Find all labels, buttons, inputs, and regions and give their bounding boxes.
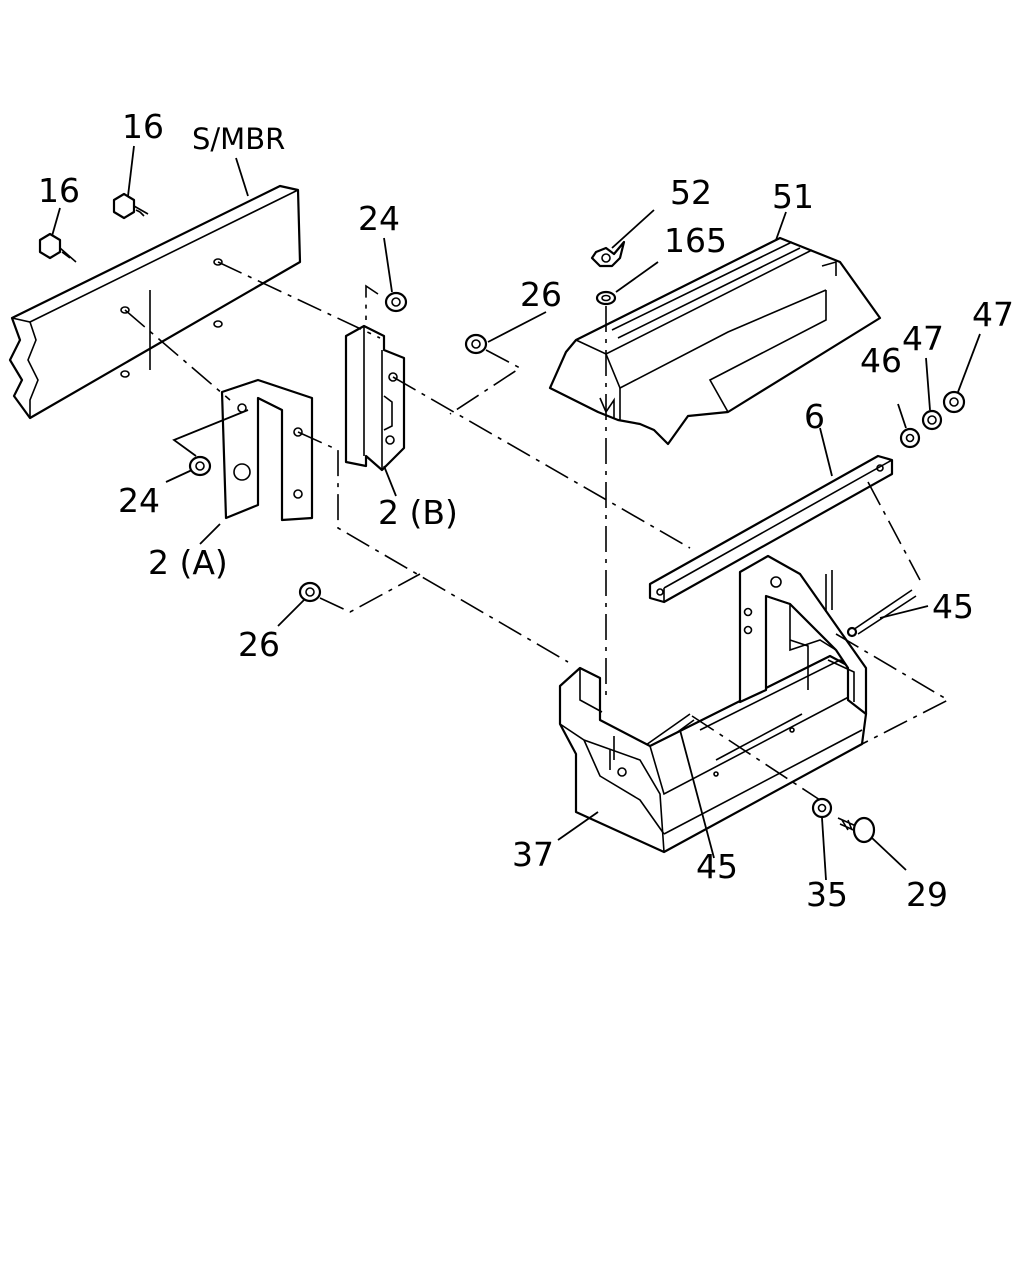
label-16-upper: 16 (122, 107, 164, 146)
washer-35 (811, 797, 833, 819)
label-6: 6 (804, 397, 825, 436)
label-35: 35 (806, 875, 848, 914)
nut-24-upper (384, 291, 408, 313)
label-2b: 2 (B) (378, 493, 458, 532)
nut-24-lower (188, 455, 212, 477)
label-26-lower: 26 (238, 625, 280, 664)
label-165: 165 (664, 221, 727, 260)
bolt-16-lower (38, 232, 77, 263)
label-47-a: 47 (902, 319, 944, 358)
label-37: 37 (512, 835, 554, 874)
label-45-right: 45 (932, 587, 974, 626)
label-16-lower: 16 (38, 171, 80, 210)
nut-47-a (921, 409, 943, 431)
wing-nut-52 (590, 240, 626, 268)
bracket-2b (344, 324, 406, 472)
label-smbr: S/MBR (192, 122, 285, 156)
label-29: 29 (906, 875, 948, 914)
alignment-lines (124, 261, 950, 801)
label-51: 51 (772, 177, 814, 216)
bolt-16-upper (112, 192, 149, 220)
battery-tray-37 (558, 554, 868, 854)
bracket-2a (220, 378, 314, 522)
label-45-lower: 45 (696, 847, 738, 886)
label-26-upper: 26 (520, 275, 562, 314)
label-52: 52 (670, 173, 712, 212)
bolt-29 (837, 816, 876, 844)
nut-26-lower (298, 581, 322, 603)
nut-26-upper (464, 333, 488, 355)
nut-47-b (942, 390, 966, 414)
label-24-upper: 24 (358, 199, 400, 238)
hold-down-bar-6 (648, 454, 894, 604)
washer-46 (899, 427, 921, 449)
leader-lines (51, 145, 981, 881)
label-2a: 2 (A) (148, 543, 228, 582)
label-46: 46 (860, 341, 902, 380)
label-24-lower: 24 (118, 481, 160, 520)
battery-cover-51 (548, 236, 882, 446)
j-bolt-45-right (846, 589, 917, 638)
label-47-b: 47 (972, 295, 1014, 334)
washer-165 (595, 290, 617, 306)
callout-labels: S/MBR 16 16 24 24 26 26 52 51 165 47 47 … (38, 107, 1014, 914)
